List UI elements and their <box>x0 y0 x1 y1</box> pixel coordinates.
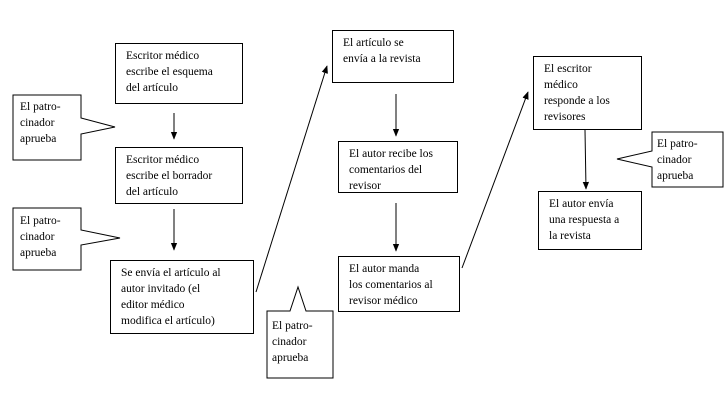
step-receive-comments-text: El autor recibe los comentarios del revi… <box>349 148 433 192</box>
step-draft-text: Escritor médico escribe el borrador del … <box>126 154 213 198</box>
step-submit-journal-text: El artículo se envía a la revista <box>343 37 421 65</box>
sponsor-approval-1: El patro- cinador aprueba <box>20 101 61 145</box>
step-receive-comments: El autor recibe los comentarios del revi… <box>338 141 458 193</box>
sponsor-approval-2: El patro- cinador aprueba <box>20 215 61 259</box>
step-submit-journal: El artículo se envía a la revista <box>332 30 454 83</box>
arrow-b7-b8 <box>582 129 590 190</box>
arrow-b6-b7 <box>461 91 529 269</box>
step-respond-reviewers: El escritor médico responde a los reviso… <box>533 56 642 130</box>
step-forward-comments: El autor manda los comentarios al reviso… <box>338 256 460 312</box>
step-respond-reviewers-text: El escritor médico responde a los reviso… <box>544 63 610 123</box>
callout-shape-4 <box>616 131 724 188</box>
callout-shape-2 <box>12 207 121 271</box>
step-send-response-text: El autor envía una respuesta a la revist… <box>549 198 620 242</box>
arrow-b3-b4 <box>255 65 328 293</box>
step-send-to-author: Se envía el artículo al autor invitado (… <box>110 260 254 334</box>
step-forward-comments-text: El autor manda los comentarios al reviso… <box>349 263 433 307</box>
sponsor-approval-3: El patro- cinador aprueba <box>272 320 313 364</box>
step-outline: Escritor médico escribe el esquema del a… <box>115 43 243 104</box>
callout-shape-3 <box>266 285 334 379</box>
step-send-to-author-text: Se envía el artículo al autor invitado (… <box>121 267 221 327</box>
callout-shape-1 <box>12 94 116 161</box>
step-draft: Escritor médico escribe el borrador del … <box>115 147 243 204</box>
step-outline-text: Escritor médico escribe el esquema del a… <box>126 50 213 94</box>
sponsor-approval-4: El patro- cinador aprueba <box>657 138 698 182</box>
step-send-response: El autor envía una respuesta a la revist… <box>538 191 642 250</box>
